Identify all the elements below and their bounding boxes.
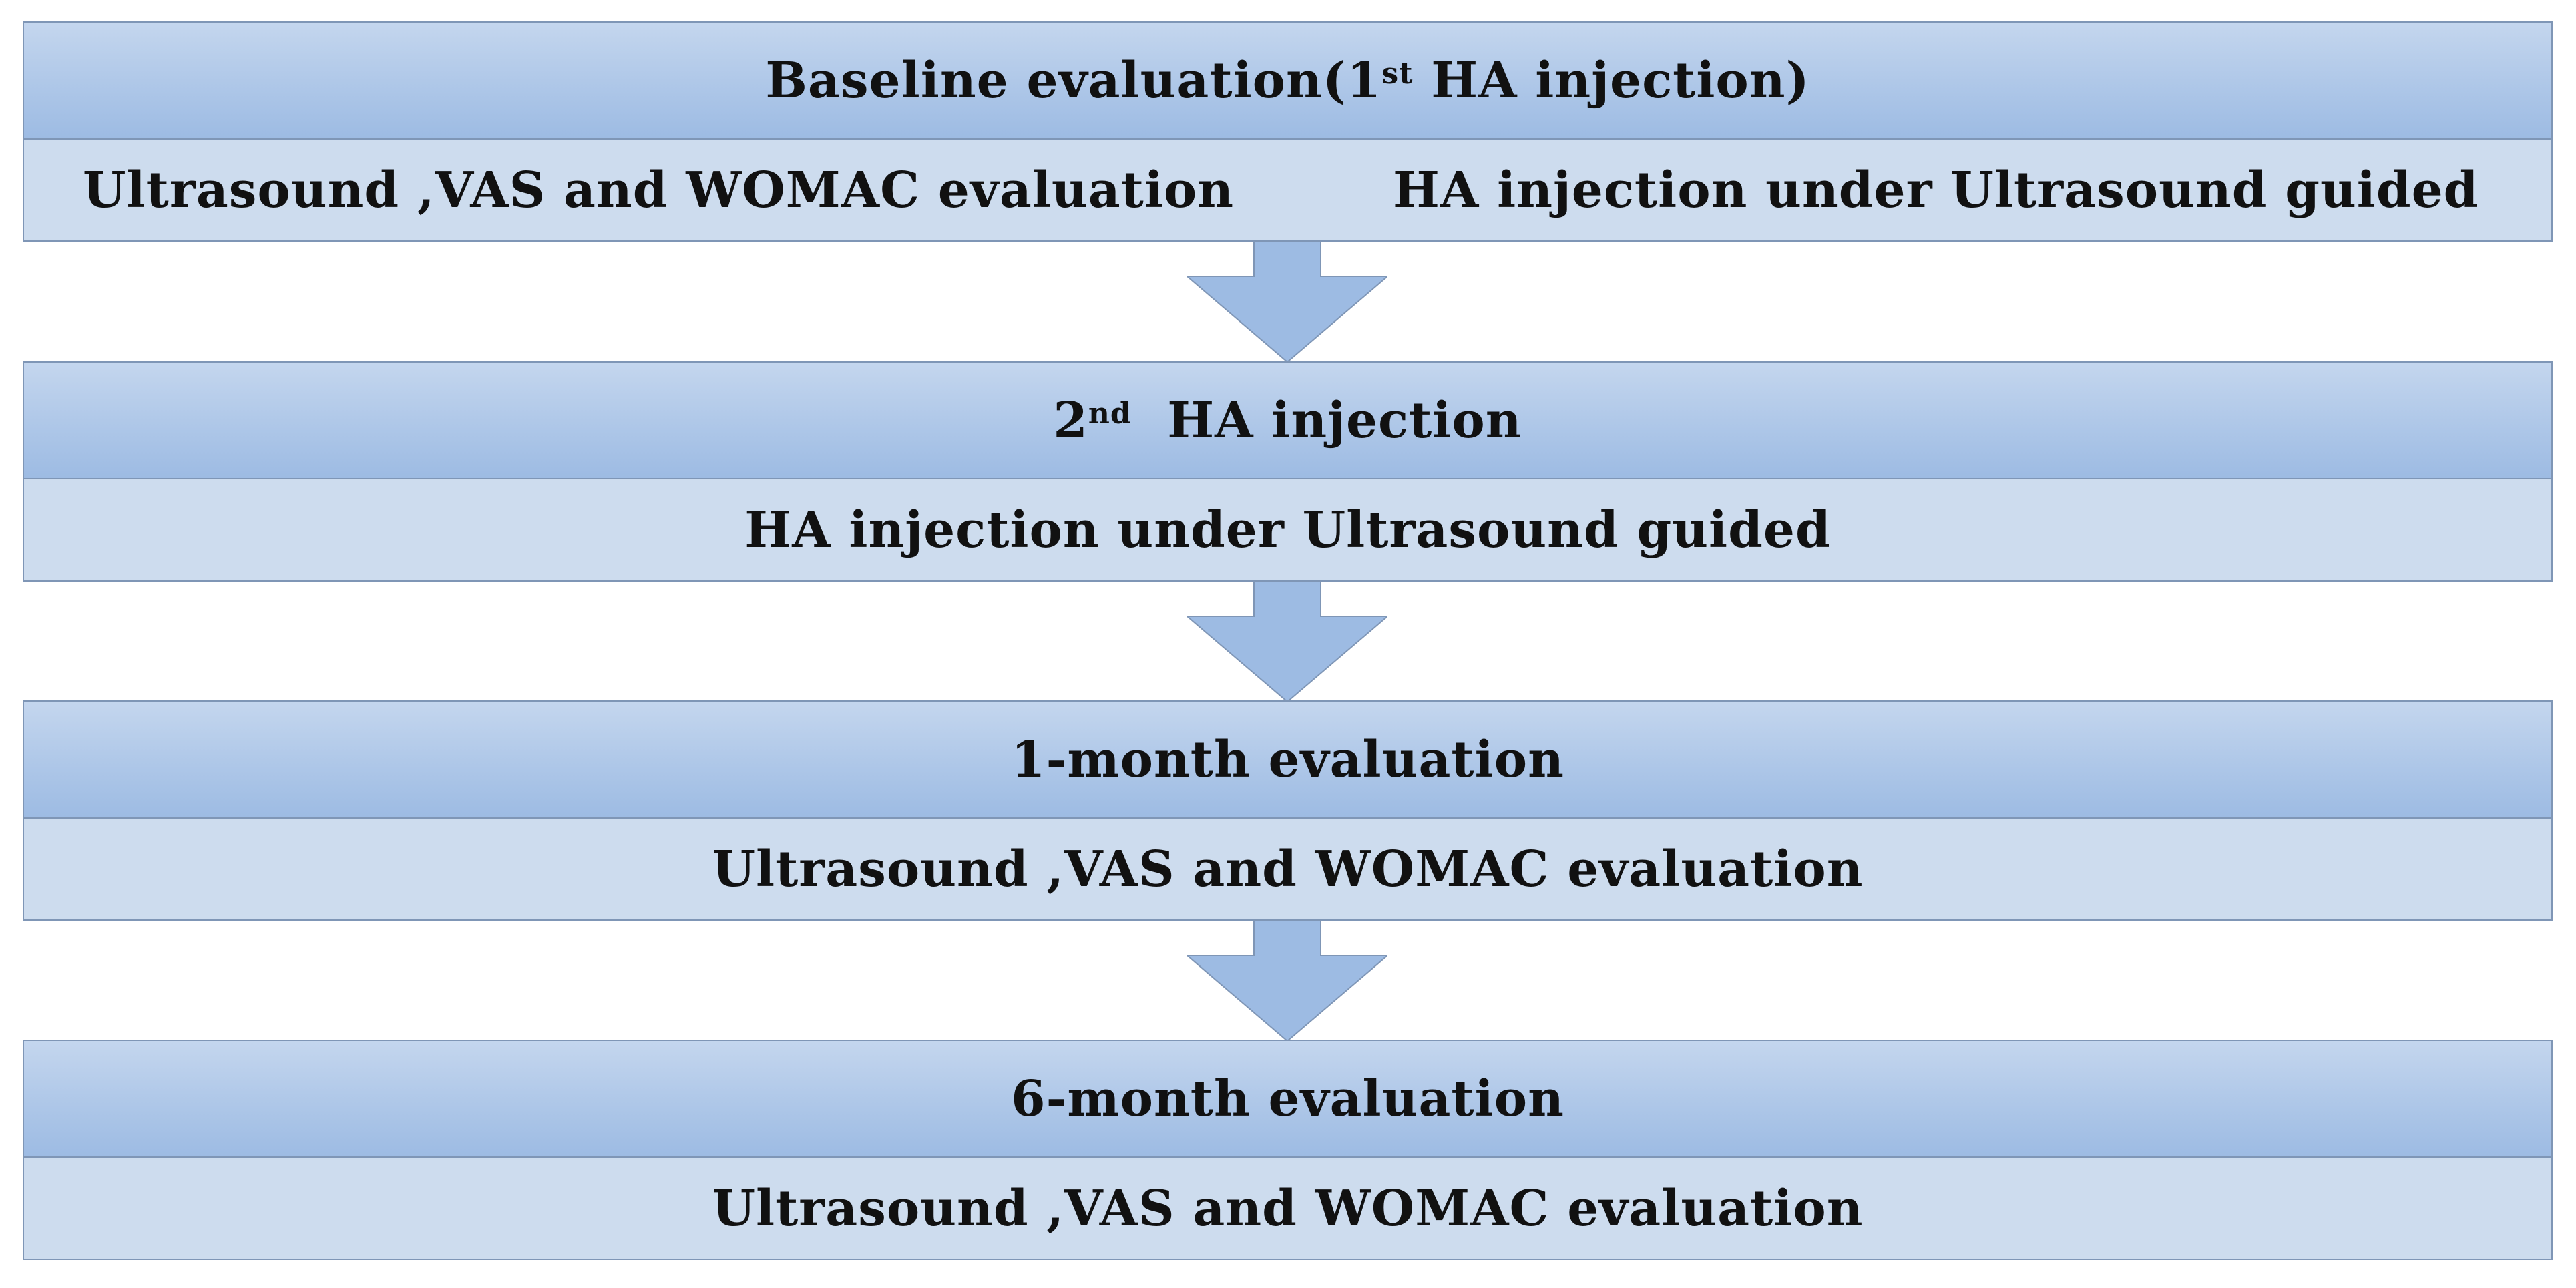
step-2-body-text: HA injection under Ultrasound guided xyxy=(744,501,1831,559)
step-3-header-text: 1-month evaluation xyxy=(1011,730,1564,789)
down-arrow-icon xyxy=(1187,921,1387,1041)
step-4-header: 6-month evaluation xyxy=(23,1040,2553,1158)
down-arrow-icon xyxy=(1187,582,1387,702)
step-4-header-text: 6-month evaluation xyxy=(1011,1070,1564,1128)
step-3-header: 1-month evaluation xyxy=(23,700,2553,819)
step-3-body: Ultrasound ,VAS and WOMAC evaluation xyxy=(23,819,2553,921)
step-4-body-text: Ultrasound ,VAS and WOMAC evaluation xyxy=(712,1179,1864,1237)
down-arrow-icon xyxy=(1187,242,1387,362)
step-1-body: Ultrasound ,VAS and WOMAC evaluation HA … xyxy=(23,140,2553,242)
step-4-body: Ultrasound ,VAS and WOMAC evaluation xyxy=(23,1158,2553,1260)
step-2-body: HA injection under Ultrasound guided xyxy=(23,479,2553,582)
step-1-header-main: Baseline evaluation(1 xyxy=(765,51,1382,110)
step-1-body-right: HA injection under Ultrasound guided xyxy=(1393,161,2479,219)
step-2-header-pre: 2 xyxy=(1053,391,1088,449)
step-1-body-left: Ultrasound ,VAS and WOMAC evaluation xyxy=(83,161,1235,219)
step-2-header-tail: HA injection xyxy=(1131,391,1522,449)
step-3-body-text: Ultrasound ,VAS and WOMAC evaluation xyxy=(712,840,1864,898)
step-1-header-tail: HA injection) xyxy=(1413,51,1810,110)
